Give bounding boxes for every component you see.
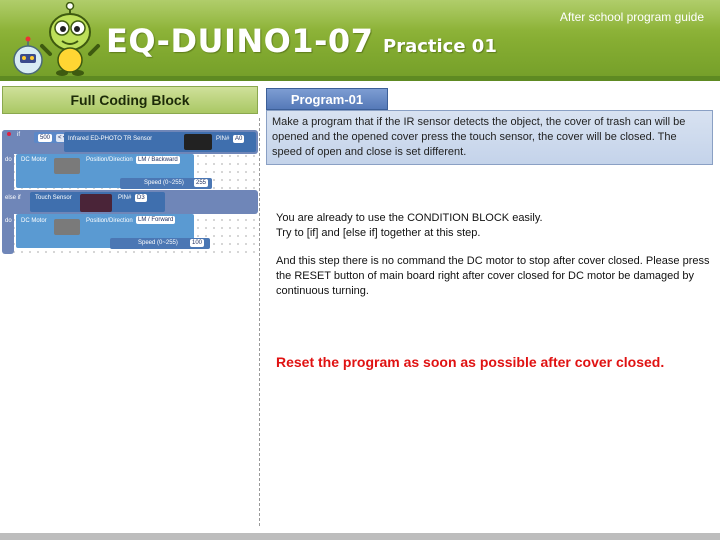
motor1-speed-block[interactable] — [120, 178, 212, 189]
robot-mascot-icon — [13, 2, 100, 76]
instruction-paragraph-2: And this step there is no command the DC… — [276, 255, 710, 297]
motor2-speed-label: Speed (0~255) — [138, 240, 178, 246]
ir-pin-label: PIN# — [216, 136, 230, 142]
instruction-line-1: You are already to use the CONDITION BLO… — [276, 212, 543, 224]
touch-sensor-image — [80, 194, 112, 212]
program-tab: Program-01 — [266, 88, 388, 110]
gear-icon[interactable] — [7, 132, 11, 136]
do-keyword: do — [5, 157, 12, 163]
motor1-speed-label: Speed (0~255) — [144, 180, 184, 186]
motor2-direction-dropdown[interactable]: LM / Forward — [136, 216, 176, 224]
motor1-position-label: Position/Direction — [86, 157, 133, 163]
if-value[interactable]: 500 — [38, 134, 53, 142]
program-description: Make a program that if the IR sensor det… — [266, 110, 713, 165]
ir-sensor-image — [184, 134, 212, 150]
full-coding-block-title: Full Coding Block — [2, 86, 258, 114]
ir-pin-dropdown[interactable]: A0 — [233, 135, 245, 143]
motor1-direction-dropdown[interactable]: LM / Backward — [136, 156, 180, 164]
else-if-keyword: else if — [5, 195, 21, 201]
ir-sensor-block[interactable] — [64, 132, 256, 152]
ir-sensor-label: Infrared ED-PHOTO TR Sensor — [68, 136, 153, 142]
touch-pin-dropdown[interactable]: D3 — [135, 194, 147, 202]
if-keyword: if — [17, 132, 20, 138]
header-banner: EQ-DUINO1-07 Practice 01 After school pr… — [0, 0, 720, 76]
dc-motor-image-2 — [54, 219, 80, 235]
header-stripe — [0, 76, 720, 81]
header-sheen — [0, 0, 720, 30]
motor1-speed-value[interactable]: 255 — [194, 179, 209, 187]
header-subtitle: After school program guide — [559, 10, 704, 24]
touch-pin-label: PIN# — [118, 195, 132, 201]
footer-bar — [0, 533, 720, 540]
motor2-speed-block[interactable] — [110, 238, 210, 249]
operator-dropdown[interactable]: < ▾ — [56, 134, 69, 142]
practice-label: Practice 01 — [383, 36, 497, 57]
motor2-position-label: Position/Direction — [86, 218, 133, 224]
dc-motor-image-1 — [54, 158, 80, 174]
motor1-label: DC Motor — [21, 157, 47, 163]
panel-divider — [259, 118, 260, 526]
reset-warning: Reset the program as soon as possible af… — [276, 354, 665, 370]
motor2-label: DC Motor — [21, 218, 47, 224]
page-title: EQ-DUINO1-07 — [106, 22, 374, 60]
do-keyword-2: do — [5, 218, 12, 224]
motor2-speed-value[interactable]: 100 — [190, 239, 205, 247]
instruction-line-2: Try to [if] and [else if] together at th… — [276, 227, 481, 239]
touch-sensor-label: Touch Sensor — [35, 195, 72, 201]
